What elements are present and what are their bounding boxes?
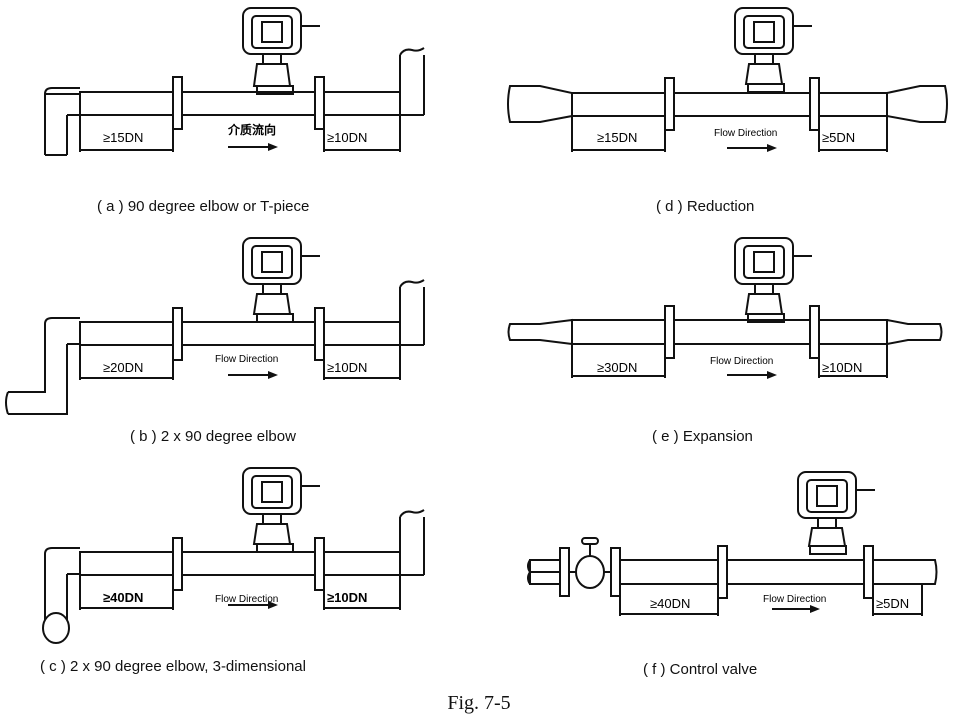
upstream-length: ≥40DN bbox=[650, 596, 690, 611]
upstream-length: ≥15DN bbox=[103, 130, 143, 145]
flow-direction-label: Flow Direction bbox=[215, 594, 278, 605]
flow-direction-label: Flow Direction bbox=[714, 128, 777, 139]
flow-arrow-icon bbox=[772, 605, 820, 613]
upstream-length: ≥20DN bbox=[103, 360, 143, 375]
flow-arrow-icon bbox=[228, 143, 278, 151]
panel-caption: ( e ) Expansion bbox=[652, 428, 753, 445]
pipe-icon bbox=[5, 279, 425, 415]
flow-direction-label: 介质流向 bbox=[227, 122, 276, 137]
flowmeter-icon bbox=[242, 237, 320, 323]
flowmeter-icon bbox=[797, 471, 875, 555]
flowmeter-icon bbox=[734, 7, 812, 93]
diagram-elbow: ≥15DN ≥10DN 介质流向 bbox=[44, 7, 425, 156]
downstream-length: ≥10DN bbox=[327, 590, 367, 605]
panel-caption: ( a ) 90 degree elbow or T-piece bbox=[97, 198, 310, 215]
diagram-expansion: ≥30DN ≥10DN Flow Direction bbox=[507, 237, 943, 379]
flow-arrow-icon bbox=[727, 371, 777, 379]
pipe-icon bbox=[507, 77, 948, 152]
diagram-double-elbow: ≥20DN ≥10DN Flow Direction bbox=[5, 237, 425, 415]
panel-e: ≥30DN ≥10DN Flow Direction ( e ) Expansi… bbox=[480, 232, 950, 472]
downstream-length: ≥5DN bbox=[822, 130, 855, 145]
pipe-icon bbox=[44, 47, 425, 156]
panel-a: ≥15DN ≥10DN 介质流向 ( a ) 90 degree elbow o… bbox=[0, 0, 470, 240]
flow-arrow-icon bbox=[727, 144, 777, 152]
flowmeter-icon bbox=[242, 467, 320, 553]
panel-caption: ( d ) Reduction bbox=[656, 198, 755, 215]
flow-arrow-icon bbox=[228, 601, 278, 609]
panel-c: ≥40DN ≥10DN Flow Direction ( c ) 2 x 90 … bbox=[0, 462, 470, 702]
flow-direction-label: Flow Direction bbox=[763, 594, 826, 605]
flow-direction-label: Flow Direction bbox=[710, 356, 773, 367]
panel-caption: ( b ) 2 x 90 degree elbow bbox=[130, 428, 296, 445]
diagram-control-valve: ≥40DN ≥5DN Flow Direction bbox=[527, 471, 938, 616]
pipe-icon bbox=[42, 509, 425, 644]
panel-caption: ( f ) Control valve bbox=[643, 661, 758, 678]
diagram-reduction: ≥15DN ≥5DN Flow Direction bbox=[507, 7, 948, 152]
pipe-icon bbox=[527, 545, 938, 616]
upstream-length: ≥15DN bbox=[597, 130, 637, 145]
panel-f: ≥40DN ≥5DN Flow Direction ( f ) Control … bbox=[480, 462, 950, 702]
flow-arrow-icon bbox=[228, 371, 278, 379]
upstream-length: ≥40DN bbox=[103, 590, 143, 605]
downstream-length: ≥10DN bbox=[327, 360, 367, 375]
downstream-length: ≥10DN bbox=[327, 130, 367, 145]
pipe-icon bbox=[507, 305, 943, 378]
downstream-length: ≥5DN bbox=[876, 596, 909, 611]
flow-direction-label: Flow Direction bbox=[215, 354, 278, 365]
diagram-3d-elbow: ≥40DN ≥10DN Flow Direction bbox=[42, 467, 425, 644]
figure-label: Fig. 7-5 bbox=[447, 692, 511, 714]
panel-b: ≥20DN ≥10DN Flow Direction ( b ) 2 x 90 … bbox=[0, 232, 470, 472]
flowmeter-icon bbox=[242, 7, 320, 95]
control-valve-icon bbox=[559, 537, 621, 597]
panel-d: ≥15DN ≥5DN Flow Direction ( d ) Reductio… bbox=[480, 0, 950, 240]
downstream-length: ≥10DN bbox=[822, 360, 862, 375]
panel-caption: ( c ) 2 x 90 degree elbow, 3-dimensional bbox=[40, 658, 306, 675]
flowmeter-icon bbox=[734, 237, 812, 323]
upstream-length: ≥30DN bbox=[597, 360, 637, 375]
